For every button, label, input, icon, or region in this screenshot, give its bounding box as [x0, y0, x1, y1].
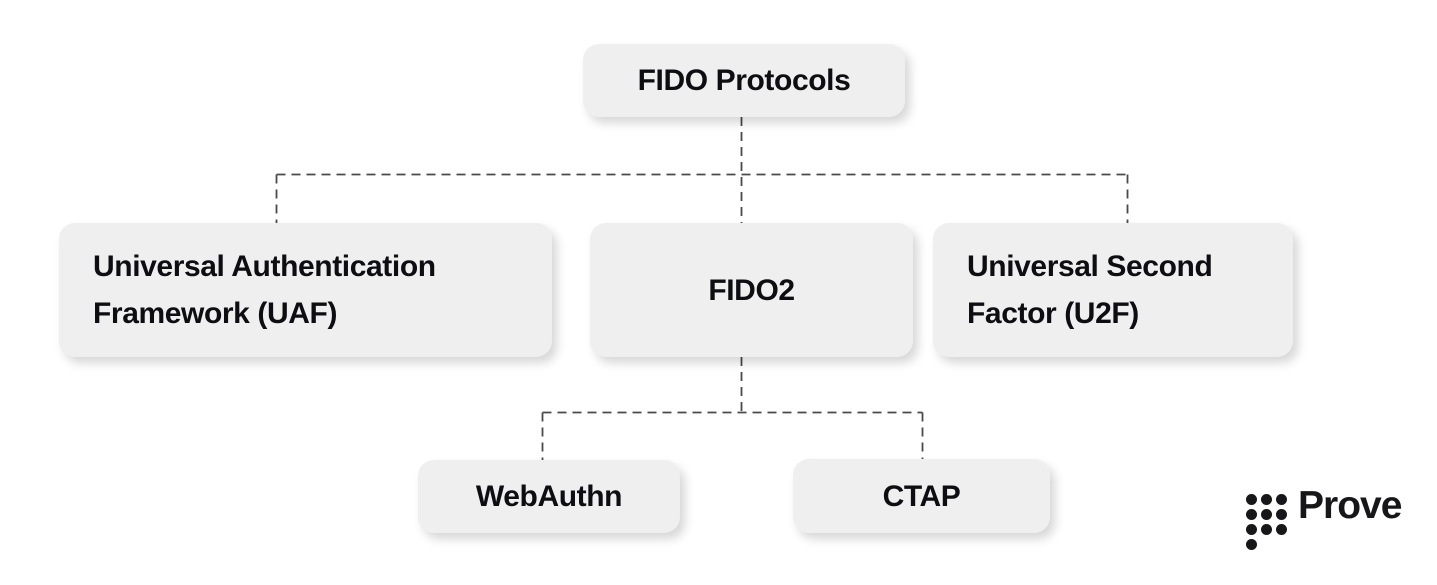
node-fido-protocols-label: FIDO Protocols — [637, 64, 851, 97]
node-webauthn: WebAuthn — [418, 460, 680, 533]
logo-dot — [1261, 494, 1272, 505]
prove-logo: Prove — [1246, 484, 1402, 550]
node-webauthn-label: WebAuthn — [475, 480, 623, 513]
node-u2f: Universal Second Factor (U2F) — [933, 223, 1293, 357]
logo-dot — [1246, 539, 1257, 550]
logo-dot — [1276, 524, 1287, 535]
logo-dot — [1276, 509, 1287, 520]
logo-dot — [1261, 524, 1272, 535]
node-fido-protocols: FIDO Protocols — [583, 44, 905, 117]
node-ctap-label: CTAP — [882, 479, 961, 513]
node-uaf: Universal Authentication Framework (UAF) — [59, 223, 552, 357]
node-uaf-label: Universal Authentication Framework (UAF) — [93, 250, 436, 330]
node-ctap: CTAP — [793, 459, 1050, 533]
node-u2f-label: Universal Second Factor (U2F) — [967, 250, 1213, 330]
node-fido2-label: FIDO2 — [708, 273, 795, 307]
logo-dot — [1246, 494, 1257, 505]
logo-dot — [1246, 524, 1257, 535]
prove-wordmark: Prove — [1298, 484, 1402, 527]
prove-dots-icon — [1246, 494, 1287, 550]
node-fido2: FIDO2 — [590, 223, 913, 357]
logo-dot — [1276, 494, 1287, 505]
logo-dot — [1246, 509, 1257, 520]
logo-dot — [1261, 509, 1272, 520]
